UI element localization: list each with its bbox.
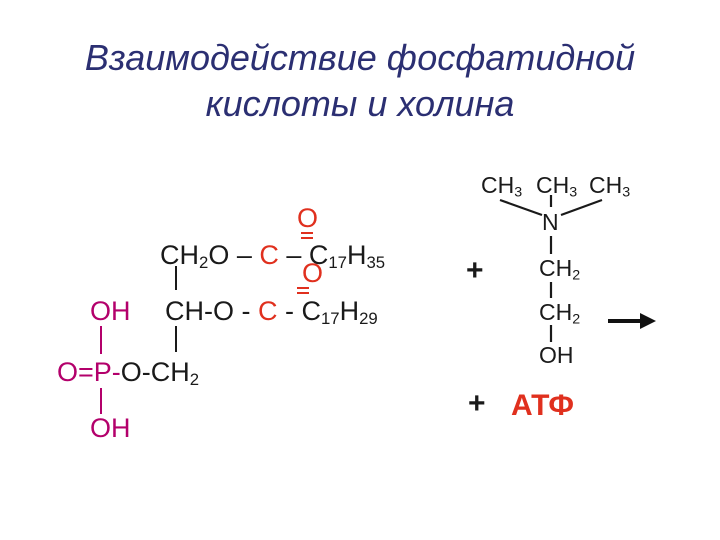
acyl-row-1: CH2O – C – C17H35 xyxy=(160,240,386,273)
ch2-group: CH xyxy=(160,240,199,270)
ester-oxygen: O – xyxy=(208,240,260,270)
bond-p-oh-top xyxy=(100,326,102,354)
double-bond-top-2 xyxy=(301,237,313,239)
subscript: 29 xyxy=(359,309,378,329)
title-line-2: кислоты и холина xyxy=(205,83,515,124)
atp-label: АТФ xyxy=(511,389,574,422)
ch2-text: CH xyxy=(539,255,573,281)
methyl-text: CH xyxy=(536,172,570,198)
nitrogen: N xyxy=(542,209,559,235)
linoleic-chain: - C xyxy=(277,296,321,326)
subscript: 17 xyxy=(320,309,340,329)
methyl-text: CH xyxy=(481,172,515,198)
phosphate-hydroxyl-bottom: OH xyxy=(90,413,131,443)
methyl-group-3: CH3 xyxy=(589,170,630,200)
phosphate-row: O=P-O-CH2 xyxy=(57,357,200,390)
hydrogen: H xyxy=(339,296,360,326)
bond-n-methyl-3 xyxy=(560,198,603,217)
choline-ch2-1: CH2 xyxy=(539,253,580,283)
subscript: 3 xyxy=(622,184,631,201)
subscript: 17 xyxy=(328,253,347,273)
choline-ch2-2: CH2 xyxy=(539,297,580,327)
carbonyl-carbon: C xyxy=(259,240,279,270)
ch2-text: CH xyxy=(539,299,573,325)
choline-hydroxyl: OH xyxy=(539,342,574,368)
bond-p-oh-bottom xyxy=(100,388,102,414)
phosphate-hydroxyl-top: OH xyxy=(90,296,131,326)
double-bond-mid-1 xyxy=(297,287,309,289)
title-line-1: Взаимодействие фосфатидной xyxy=(84,37,636,78)
subscript: 2 xyxy=(189,370,200,390)
methyl-group-1: CH3 xyxy=(481,170,522,200)
stearic-chain: – C xyxy=(278,240,329,270)
subscript: 2 xyxy=(572,267,581,284)
plus-sign-1: + xyxy=(466,254,484,287)
plus-sign-2: + xyxy=(468,387,486,420)
double-bond-top-1 xyxy=(301,232,313,234)
subscript: 3 xyxy=(514,184,523,201)
carbonyl-oxygen-mid: O xyxy=(302,258,324,288)
subscript: 2 xyxy=(199,253,209,273)
glycerol-ch2: O-CH xyxy=(120,357,190,387)
double-bond-mid-2 xyxy=(297,292,309,294)
reaction-arrow-head xyxy=(640,313,656,329)
subscript: 3 xyxy=(569,184,578,201)
methyl-group-2: CH3 xyxy=(536,170,577,200)
ch-group: CH-O - xyxy=(165,296,258,326)
carbonyl-carbon-2: C xyxy=(257,296,278,326)
carbonyl-oxygen-top: O xyxy=(297,203,319,233)
hydrogen: H xyxy=(347,240,367,270)
acyl-row-2: CH-O - C - C17H29 xyxy=(165,296,378,329)
bond-c1-c2 xyxy=(175,266,177,290)
phosphate-group: O=P- xyxy=(57,357,121,387)
subscript: 35 xyxy=(366,253,386,273)
subscript: 2 xyxy=(572,311,581,328)
methyl-text: CH xyxy=(589,172,623,198)
bond-n-methyl-1 xyxy=(499,198,543,217)
bond-c2-c3 xyxy=(175,326,177,352)
